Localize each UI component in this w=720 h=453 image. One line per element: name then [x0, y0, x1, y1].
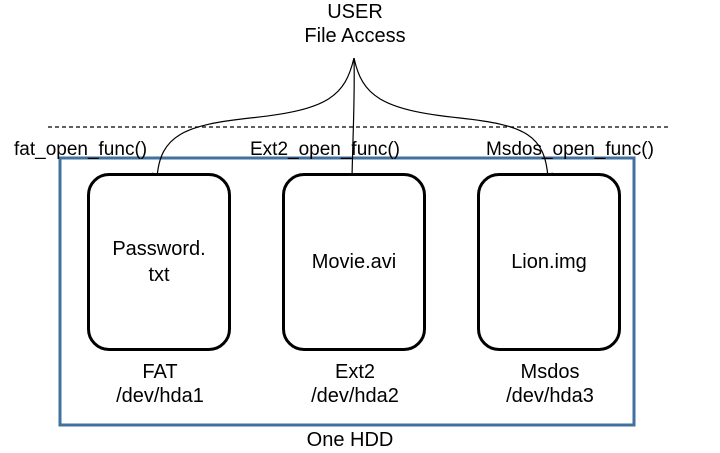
fs-type: Msdos [520, 361, 580, 383]
fs-type: FAT [142, 361, 178, 383]
file-access-label: File Access [304, 25, 406, 47]
fs-type: Ext2 [334, 361, 376, 383]
arrow-to-fat [157, 57, 355, 178]
msdos-open-func-label: Msdos_open_func() [486, 139, 654, 160]
user-label: USER [327, 1, 383, 23]
device-path: /dev/hda3 [506, 385, 594, 407]
fat-open-func-label: fat_open_func() [14, 139, 148, 160]
device-path: /dev/hda2 [311, 385, 399, 407]
arrow-to-msdos [353, 57, 548, 178]
arrow-to-ext2 [352, 57, 354, 178]
file-name-lion: Lion.img [511, 251, 587, 273]
ext2-open-func-label: Ext2_open_func() [250, 139, 400, 160]
user-file-access-label: USER File Access [260, 0, 450, 48]
file-name-password: Password. txt [112, 238, 206, 286]
hdd-container [58, 156, 636, 427]
partition-box-msdos: Lion.img [477, 173, 621, 351]
file-name-movie: Movie.avi [311, 251, 397, 273]
partition-box-fat: Password. txt [87, 173, 231, 351]
fs-label-msdos: Msdos /dev/hda3 [470, 360, 630, 408]
device-path: /dev/hda1 [116, 385, 204, 407]
fs-label-ext2: Ext2 /dev/hda2 [275, 360, 435, 408]
hdd-label: One HDD [306, 429, 394, 451]
fs-label-fat: FAT /dev/hda1 [80, 360, 240, 408]
partition-box-ext2: Movie.avi [282, 173, 426, 351]
